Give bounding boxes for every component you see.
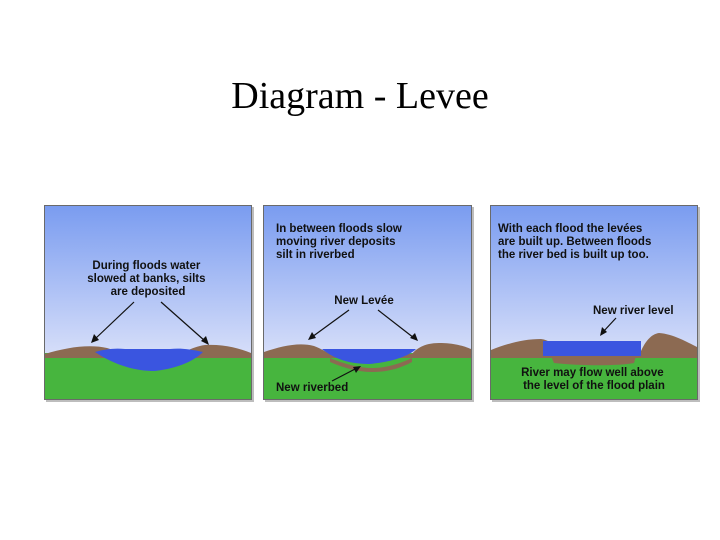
slide-title: Diagram - Levee [231,75,489,117]
new-riverbed-label: New riverbed [276,382,348,394]
arrows [91,301,209,345]
panel-flood-deposition: During floods water slowed at banks, sil… [44,205,252,400]
arrow-right [377,309,415,339]
silt-deposit [45,344,251,359]
arrows [600,317,617,336]
new-riverbed-silt [330,358,412,372]
raised-riverbed [551,356,636,366]
new-levee-label: New Levée [334,295,393,307]
flood-plain-ground [45,353,251,399]
caption-line: In between floods slow [276,223,402,235]
new-river-level-label: New river level [593,305,674,317]
caption-line: are built up. Between floods [498,236,651,248]
caption-line: are deposited [111,286,186,298]
arrowhead [308,332,316,340]
arrows [308,309,418,382]
bottom-caption-line: the level of the flood plain [523,380,665,392]
arrow-riverbed [331,367,358,382]
caption-line: silt in riverbed [276,249,355,261]
caption-line: the river bed is built up too. [498,249,649,261]
panel-2-caption: In between floods slow moving river depo… [276,223,405,261]
arrowhead [410,333,418,341]
river-water [322,349,416,364]
arrow-river-level [602,317,617,333]
built-up-levees [491,333,697,358]
panel-raised-river: With each flood the levées are built up.… [490,205,698,400]
flood-plain-ground [491,353,697,399]
caption-line: During floods water [92,260,201,272]
caption-line: slowed at banks, silts [87,273,205,285]
panel-3-illustration: With each flood the levées are built up.… [491,206,697,399]
arrowhead [600,327,607,336]
silt-levees [264,343,471,358]
arrowhead [201,336,209,345]
arrow-left [311,309,350,338]
panel-2-illustration: In between floods slow moving river depo… [264,206,471,399]
panel-1-caption: During floods water slowed at banks, sil… [87,260,208,298]
arrowhead [91,334,99,343]
panel-1-illustration: During floods water slowed at banks, sil… [45,206,251,399]
flood-plain-ground [264,353,471,399]
panel-new-levee: In between floods slow moving river depo… [263,205,472,400]
arrow-left [94,301,135,340]
caption-line: moving river deposits [276,236,396,248]
arrow-right [160,301,206,342]
panel-3-bottom-caption: River may flow well above the level of t… [521,367,667,392]
panel-3-caption: With each flood the levées are built up.… [498,223,655,261]
river-water [543,341,641,356]
arrowhead [353,366,361,373]
river-water [95,348,203,371]
caption-line: With each flood the levées [498,223,642,235]
bottom-caption-line: River may flow well above [521,367,664,379]
